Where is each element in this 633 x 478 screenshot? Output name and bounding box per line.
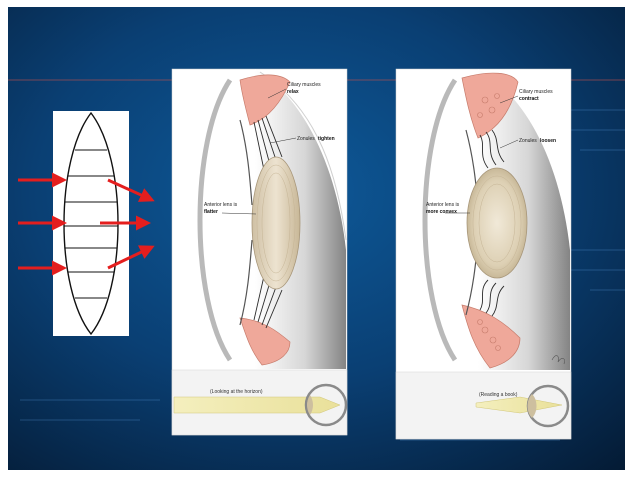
crystalline-lens-convex bbox=[467, 168, 527, 278]
white-border-bottom bbox=[0, 470, 633, 478]
white-border-top bbox=[0, 0, 633, 7]
zonules-label: Zonules bbox=[519, 138, 537, 144]
lens-label: Anterior lens is bbox=[204, 202, 238, 208]
lens-label: Anterior lens is bbox=[426, 202, 460, 208]
zonules-state: tighten bbox=[318, 136, 335, 142]
eye-panel-near: Ciliary muscles contract Zonules loosen … bbox=[396, 69, 571, 439]
ciliary-state: contract bbox=[519, 96, 539, 102]
light-beam-parallel bbox=[174, 397, 340, 413]
crystalline-lens-flat bbox=[252, 157, 300, 289]
zonules-label: Zonules bbox=[297, 136, 315, 142]
lens-state: flatter bbox=[204, 209, 218, 215]
ciliary-label: Ciliary muscles bbox=[287, 82, 321, 88]
white-border-right bbox=[625, 0, 633, 478]
eye-panel-distance: Ciliary muscles relax Zonules tighten An… bbox=[172, 69, 347, 435]
white-border-left bbox=[0, 0, 8, 478]
ciliary-state: relax bbox=[287, 89, 299, 95]
inset-caption-distance: (Looking at the horizon) bbox=[210, 389, 263, 395]
ciliary-label: Ciliary muscles bbox=[519, 89, 553, 95]
zonules-state: loosen bbox=[540, 138, 556, 144]
inset-caption-near: (Reading a book) bbox=[479, 392, 518, 398]
lens-state: more convex bbox=[426, 209, 457, 215]
